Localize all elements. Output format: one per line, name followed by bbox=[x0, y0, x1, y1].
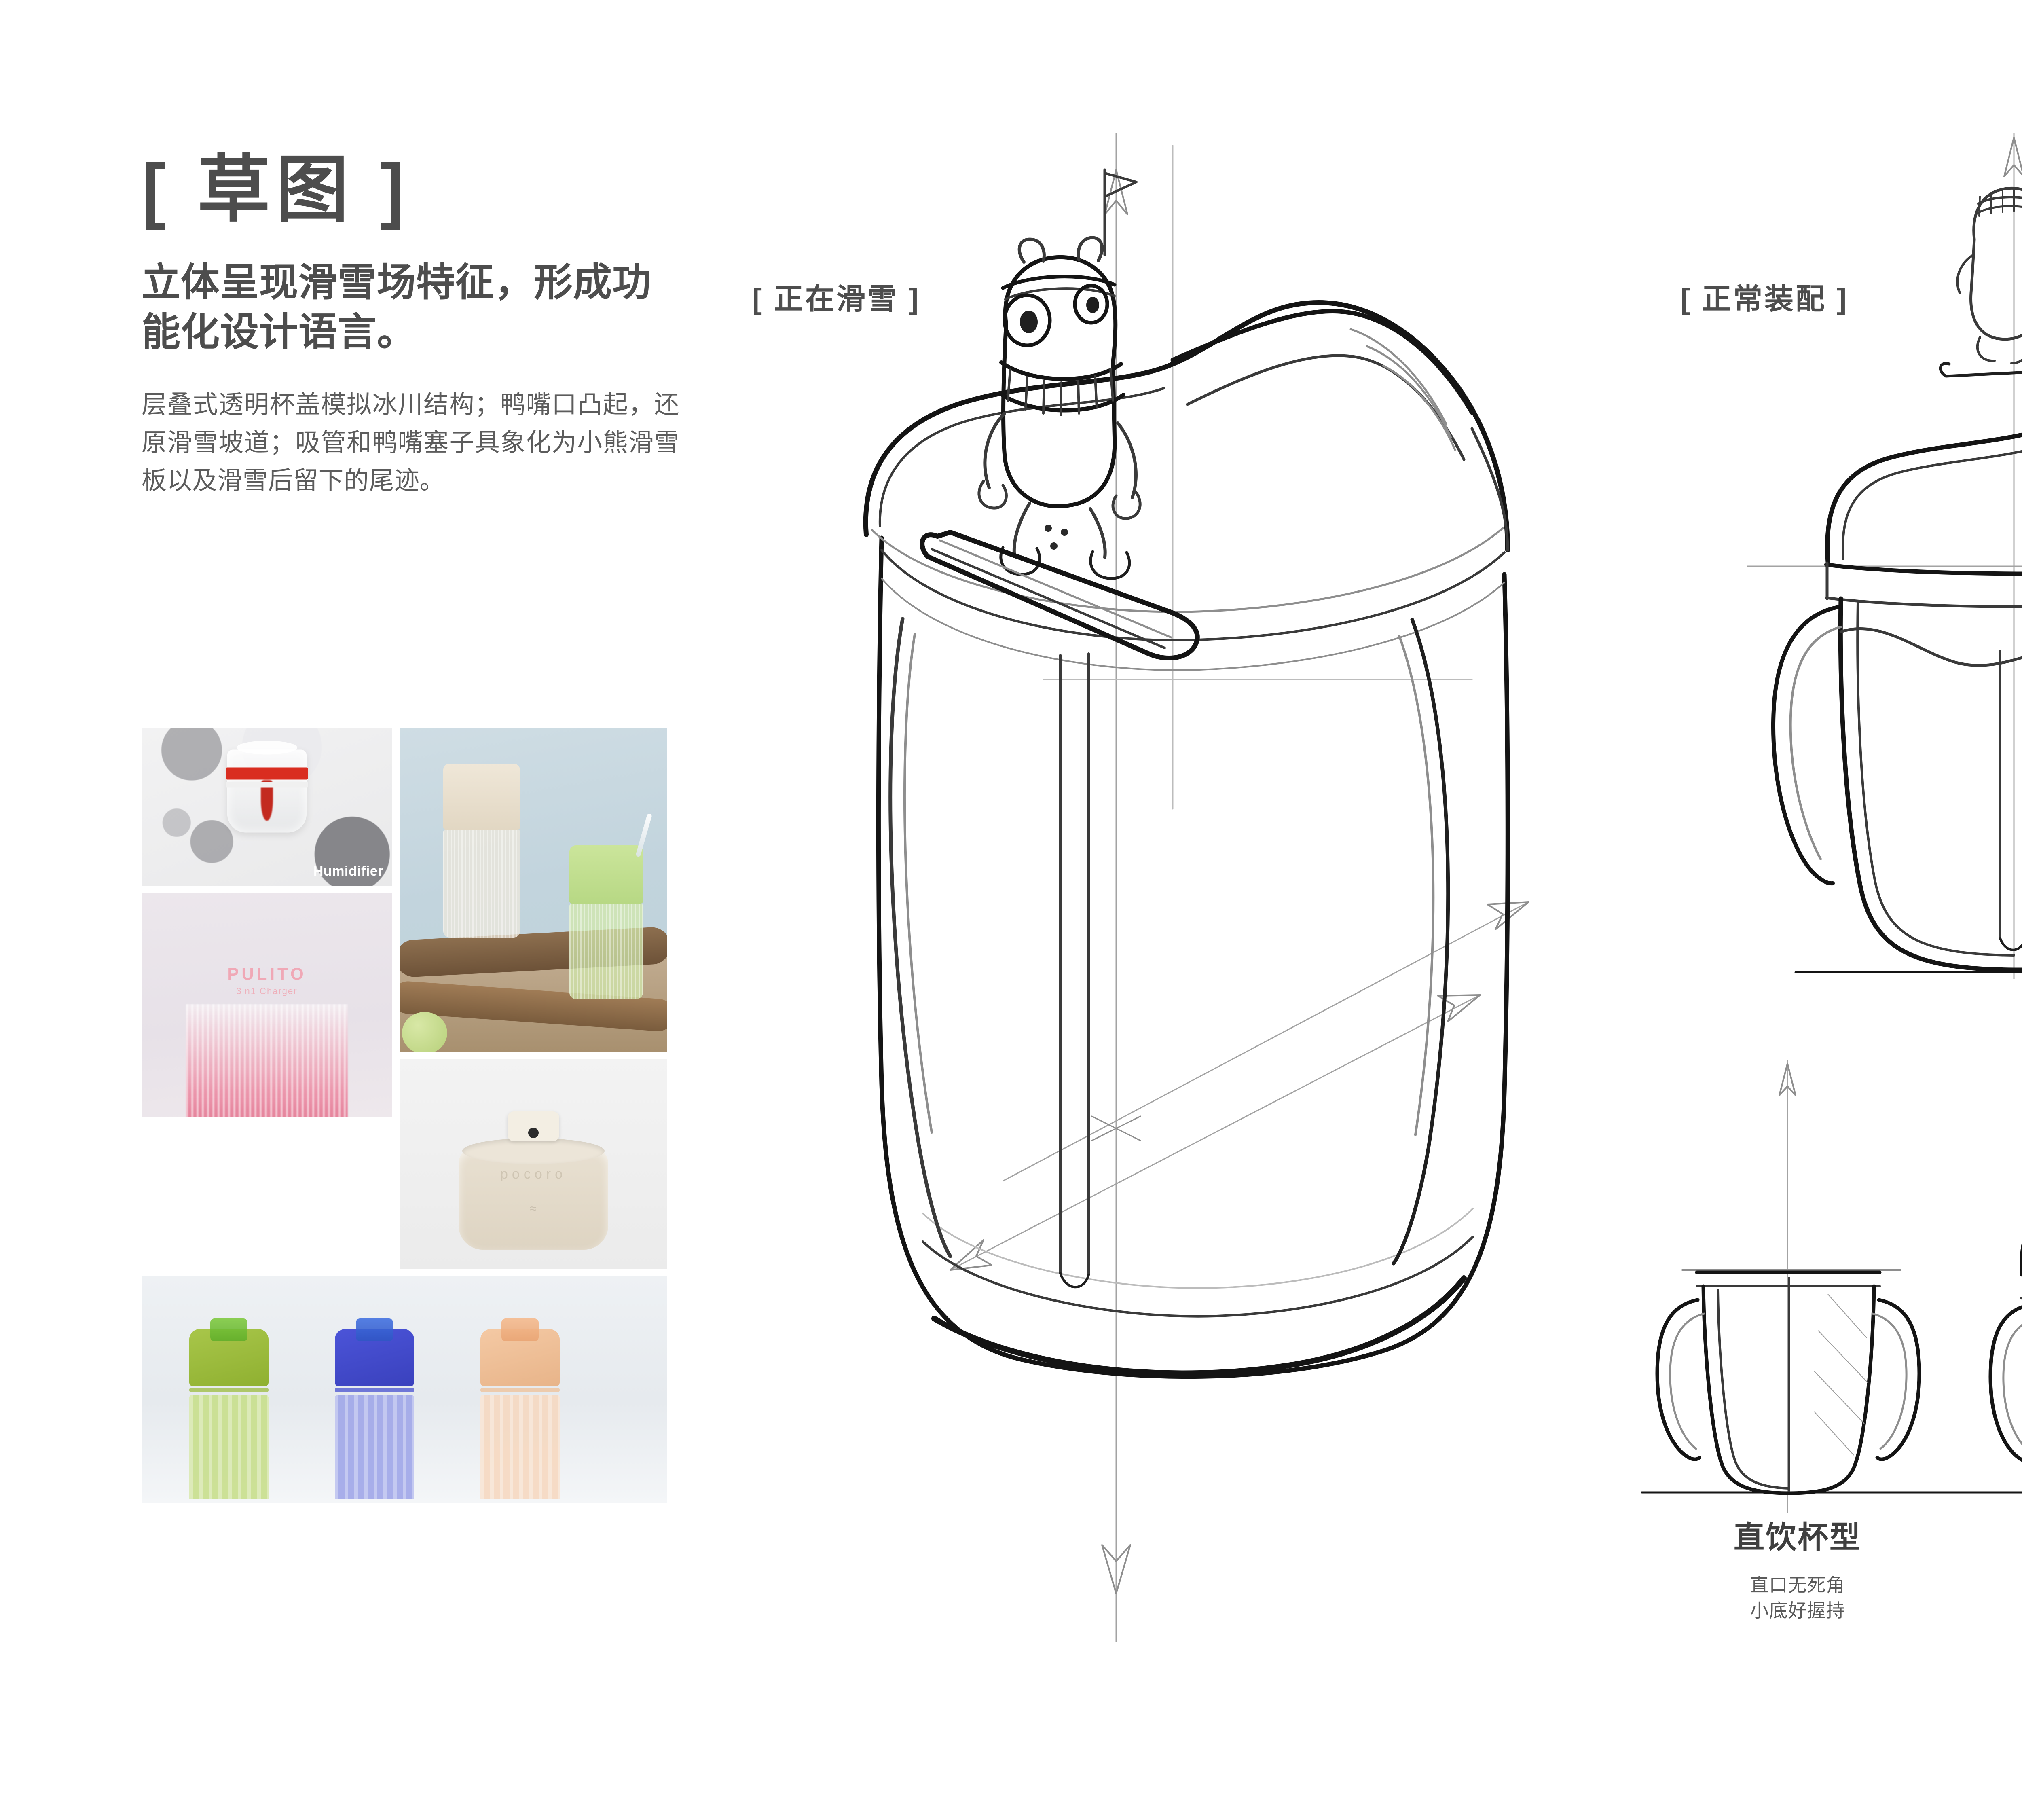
sidebar: [ 草图 ] 立体呈现滑雪场特征，形成功能化设计语言。 层叠式透明杯盖模拟冰川结… bbox=[142, 154, 679, 500]
cup-handles bbox=[888, 617, 1450, 1266]
assembly-section-header: [ 正常装配 ] bbox=[1680, 283, 1849, 315]
page-title: [ 草图 ] bbox=[142, 149, 410, 231]
straw bbox=[1059, 652, 1090, 1289]
color-bottles-photo bbox=[142, 1276, 667, 1503]
apple-prop bbox=[402, 1012, 447, 1052]
pocoro-body: pocoro ≈ bbox=[459, 1111, 608, 1250]
pocoro-nozzle bbox=[528, 1128, 539, 1138]
variant-straight-cup bbox=[1655, 1060, 1921, 1513]
bear-rider bbox=[977, 236, 1142, 580]
flip-tab-green bbox=[210, 1318, 247, 1341]
assembly-construction-lines bbox=[1747, 133, 2022, 979]
snowboard bbox=[920, 530, 1200, 660]
pocoro-rim bbox=[462, 1138, 605, 1164]
body-copy: 层叠式透明杯盖模拟冰川结构；鸭嘴口凸起，还原滑雪坡道；吸管和鸭嘴塞子具象化为小熊… bbox=[142, 390, 679, 495]
flosser-nozzle bbox=[635, 813, 652, 857]
humidifier-photo: Humidifier bbox=[142, 728, 392, 886]
flag-marker bbox=[1103, 168, 1138, 256]
cup-body bbox=[876, 535, 1510, 1379]
bottle-blue bbox=[335, 1318, 414, 1503]
humidifier-glass bbox=[226, 741, 308, 833]
humidifier-label: Humidifier bbox=[313, 863, 383, 879]
mode-title-1: 直饮杯型 bbox=[1734, 1520, 1861, 1555]
pocoro-brand: pocoro bbox=[500, 1166, 567, 1182]
hero-section-header: [ 正在滑雪 ] bbox=[752, 283, 920, 315]
mode-caption-1: 直饮杯型 直口无死角小底好握持 bbox=[1656, 1521, 1939, 1624]
humidifier-cap bbox=[237, 741, 297, 755]
pulito-subtitle: 3in1 Charger bbox=[236, 986, 298, 996]
pulito-brand: PULITO bbox=[227, 964, 307, 983]
construction-axes bbox=[950, 133, 1529, 1642]
glacier-lid bbox=[863, 300, 1510, 613]
assembly-elevation-sketch bbox=[1690, 121, 2022, 1052]
flosser-cream bbox=[443, 764, 520, 938]
flip-tab-blue bbox=[356, 1318, 393, 1341]
cup-body-elevation bbox=[1838, 596, 2022, 972]
reference-collage: Humidifier PULITO 3in1 Charger bbox=[142, 728, 667, 1503]
wave-icon: ≈ bbox=[530, 1202, 537, 1215]
pocoro-humidifier-photo: pocoro ≈ bbox=[400, 1059, 667, 1269]
bear-on-lid bbox=[1939, 186, 2022, 378]
pulito-charger-photo: PULITO 3in1 Charger bbox=[142, 893, 392, 1117]
headline: 立体呈现滑雪场特征，形成功能化设计语言。 bbox=[142, 261, 651, 354]
mode-sub-1: 直口无死角小底好握持 bbox=[1750, 1574, 1845, 1621]
pocoro-control-module bbox=[508, 1111, 559, 1141]
mode-variants-row bbox=[1618, 1011, 2022, 1533]
bottle-green bbox=[189, 1318, 269, 1503]
bottle-peach bbox=[480, 1318, 560, 1503]
cup-handles-elevation bbox=[1771, 605, 1843, 886]
variant-normal-assembly bbox=[1988, 1242, 2022, 1462]
humidifier-white-band bbox=[226, 782, 308, 788]
humidifier-red-band bbox=[226, 767, 308, 780]
water-flosser-photo bbox=[400, 728, 667, 1052]
flosser-green bbox=[569, 813, 652, 999]
cup-lid bbox=[1824, 432, 2022, 608]
pulito-product bbox=[186, 1004, 348, 1117]
hero-perspective-sketch bbox=[760, 121, 1751, 1699]
flip-tab-peach bbox=[501, 1318, 539, 1341]
